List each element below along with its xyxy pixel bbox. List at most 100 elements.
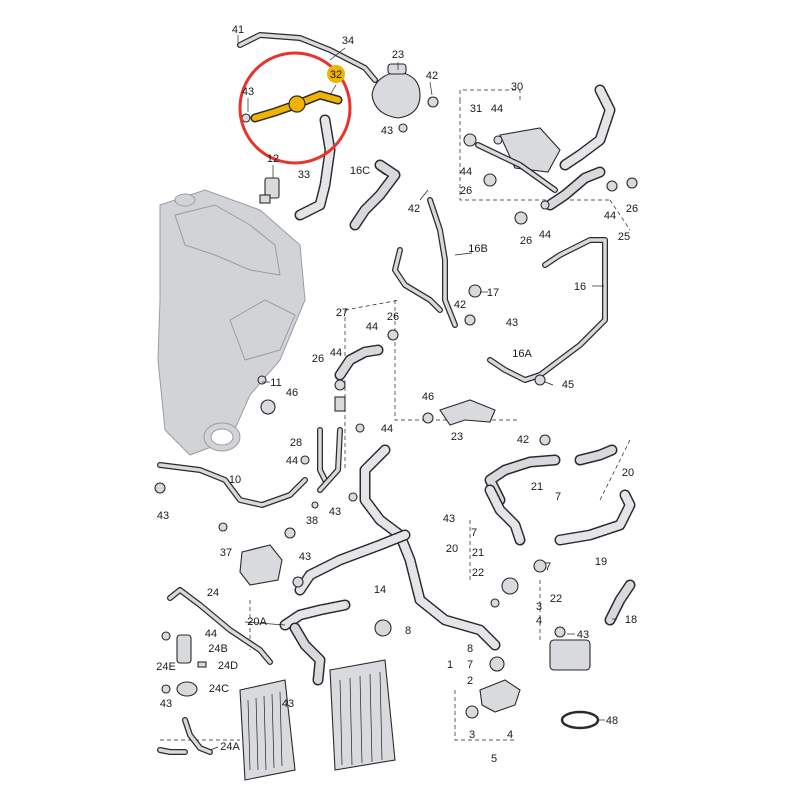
highlighted-hose-32[interactable] [241,90,343,123]
callout-44: 44 [381,423,393,435]
callout-16: 16 [574,281,586,293]
callout-26: 26 [460,185,472,197]
expansion-tank [371,63,439,133]
callout-8: 8 [405,625,411,637]
callout-23: 23 [392,49,404,61]
callout-44: 44 [286,455,298,467]
callout-45: 45 [562,379,574,391]
callout-48: 48 [606,715,618,727]
callout-labels: 41 34 23 42 30 32 43 43 31 44 44 26 12 3… [156,24,638,765]
callout-26: 26 [626,203,638,215]
callout-43: 43 [282,698,294,710]
callout-12: 12 [267,153,279,165]
callout-38: 38 [306,515,318,527]
highlight-circle [238,51,352,165]
callout-16c: 16C [350,165,370,177]
sensor-12 [259,177,280,204]
callout-24b: 24B [208,643,228,655]
callout-7: 7 [555,491,561,503]
callout-34: 34 [342,35,354,47]
callout-26: 26 [387,311,399,323]
callout-3: 3 [469,729,475,741]
callout-26: 26 [520,235,532,247]
callout-25: 25 [618,231,630,243]
callout-37: 37 [220,547,232,559]
callout-30: 30 [511,81,523,93]
callout-43: 43 [157,510,169,522]
callout-21: 21 [472,547,484,559]
callout-28: 28 [290,437,302,449]
callout-18: 18 [625,614,637,626]
callout-41: 41 [232,24,244,36]
callout-8: 8 [467,643,473,655]
callout-16b: 16B [468,243,488,255]
callout-43: 43 [443,513,455,525]
hose-group-20 [484,434,636,671]
pipe-28 [300,427,358,509]
callout-2: 2 [467,675,473,687]
hose-14 [294,444,501,651]
callout-3: 3 [536,601,542,613]
callout-16a: 16A [512,348,532,360]
callout-44: 44 [460,166,472,178]
callout-43: 43 [160,698,172,710]
flange-23 [422,399,496,426]
callout-43: 43 [381,125,393,137]
callout-7: 7 [471,527,477,539]
washer-reservoir [239,527,304,588]
callout-24e: 24E [156,661,176,673]
callout-43: 43 [299,551,311,563]
callout-42: 42 [408,203,420,215]
callout-1: 1 [447,659,453,671]
callout-24a: 24A [220,741,240,753]
callout-44: 44 [604,210,616,222]
callout-46: 46 [422,391,434,403]
callout-11: 11 [270,377,281,389]
callout-33: 33 [298,169,310,181]
callout-43: 43 [329,506,341,518]
callout-44: 44 [205,628,217,640]
engine-block [157,189,306,456]
callout-4: 4 [507,729,513,741]
callout-42: 42 [426,70,438,82]
callout-44: 44 [330,347,342,359]
callout-24: 24 [207,587,219,599]
coolant-pipes-16 [392,177,638,386]
callout-44: 44 [366,321,378,333]
leader-lines [209,35,617,751]
callout-24d: 24D [218,660,238,672]
thermostat-assembly-30 [463,127,561,193]
callout-23: 23 [451,431,463,443]
radiators [239,659,396,781]
callout-14: 14 [374,584,386,596]
callout-22: 22 [472,567,484,579]
callout-32-badge[interactable]: 32 [327,65,345,83]
callout-26: 26 [312,353,324,365]
callout-7: 7 [467,659,473,671]
callout-24c: 24C [209,683,229,695]
callout-43: 43 [242,86,254,98]
callout-4: 4 [536,615,542,627]
callout-7: 7 [545,561,551,573]
callout-46: 46 [286,387,298,399]
callout-22: 22 [550,593,562,605]
top-hoses [237,32,616,231]
pump-24 [157,631,213,755]
pipe-10 [154,462,308,532]
callout-31: 31 [470,103,482,115]
callout-42: 42 [517,434,529,446]
callout-21: 21 [531,481,543,493]
callout-20a: 20A [247,616,267,628]
callout-44: 44 [491,103,503,115]
callout-43: 43 [506,317,518,329]
callout-32: 32 [330,69,342,81]
small-fittings [374,619,600,730]
callout-20: 20 [446,543,458,555]
callout-27: 27 [336,307,348,319]
callout-19: 19 [595,556,607,568]
callout-5: 5 [491,753,497,765]
callout-17: 17 [487,287,499,299]
hose-20a [167,587,351,686]
callout-10: 10 [229,474,241,486]
